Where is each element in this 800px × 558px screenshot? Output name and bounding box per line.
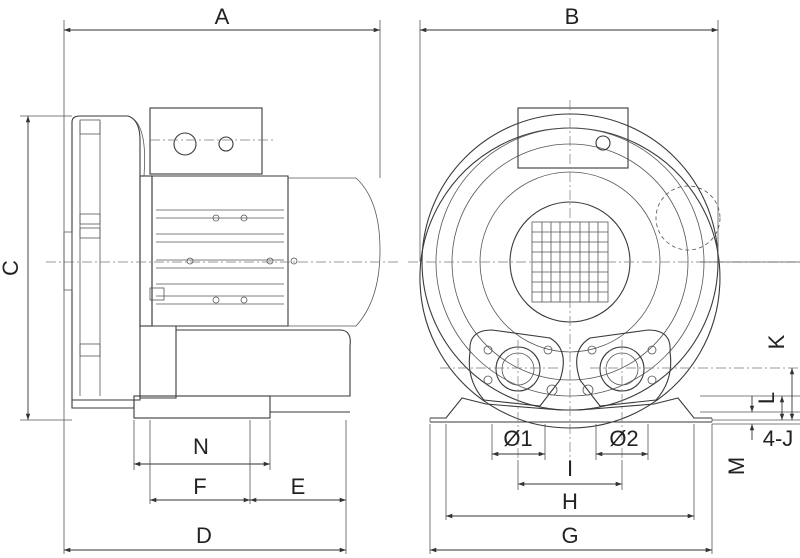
center-lines	[46, 100, 800, 470]
label-E: E	[291, 474, 306, 499]
label-holes: 4-J	[763, 426, 794, 451]
label-D: D	[196, 523, 212, 548]
dimension-lines	[20, 20, 800, 554]
side-view	[63, 107, 381, 419]
label-C: C	[0, 260, 23, 276]
dimension-labels: A B C N F E D Ø1 Ø2 I H G K L M 4-J	[0, 4, 793, 548]
label-M: M	[724, 457, 749, 475]
cooling-fins	[156, 209, 284, 305]
label-L: L	[754, 392, 779, 404]
label-K: K	[764, 334, 789, 349]
label-phi1: Ø1	[503, 426, 532, 451]
label-A: A	[215, 4, 230, 29]
label-N: N	[193, 434, 209, 459]
label-I: I	[567, 456, 573, 481]
label-G: G	[561, 523, 578, 548]
label-H: H	[562, 489, 578, 514]
label-B: B	[565, 4, 580, 29]
label-phi2: Ø2	[609, 426, 638, 451]
label-F: F	[193, 474, 206, 499]
